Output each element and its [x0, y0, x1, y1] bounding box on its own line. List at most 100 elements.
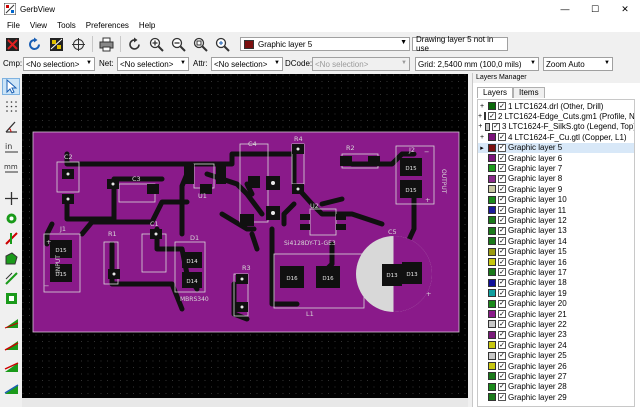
layer-color-swatch[interactable] [488, 330, 496, 339]
clear-board-button[interactable] [3, 35, 21, 53]
layer-visibility-checkbox[interactable]: ✓ [492, 122, 500, 131]
units-inch-button[interactable]: in [2, 138, 20, 155]
layer-visibility-checkbox[interactable]: ✓ [498, 154, 506, 162]
layer-color-swatch[interactable] [488, 206, 496, 214]
layers-mode-3-button[interactable] [2, 358, 20, 375]
layer-row[interactable]: ✓Graphic layer 10 [478, 195, 634, 205]
layer-color-swatch[interactable] [488, 372, 496, 381]
layer-color-swatch[interactable] [488, 341, 496, 350]
menu-preferences[interactable]: Preferences [85, 20, 129, 30]
layer-row[interactable]: +✓4 LTC1624-F_Cu.gtl (Copper, L1) [478, 132, 634, 142]
zoom-in-button[interactable] [147, 35, 165, 53]
layer-visibility-checkbox[interactable]: ✓ [498, 320, 506, 329]
layer-visibility-checkbox[interactable]: ✓ [498, 164, 506, 173]
layer-row[interactable]: ✓Graphic layer 19 [478, 288, 634, 298]
show-negative-button[interactable] [2, 290, 20, 307]
zoom-fit-button[interactable] [191, 35, 209, 53]
erase-layer-button[interactable] [69, 35, 87, 53]
horizontal-scrollbar[interactable] [22, 398, 468, 407]
drawing-canvas[interactable]: D15 D15 D15 D15 D14 D14 D16 D16 D13 D13 … [22, 74, 468, 398]
show-flashed-button[interactable] [2, 210, 20, 227]
layer-color-swatch[interactable] [488, 185, 496, 194]
layer-color-swatch[interactable] [488, 237, 496, 246]
polar-coords-button[interactable] [2, 118, 20, 135]
layer-color-swatch[interactable] [488, 278, 496, 287]
layer-visibility-checkbox[interactable]: ✓ [498, 206, 506, 214]
layer-color-swatch[interactable] [484, 112, 487, 121]
layer-row[interactable]: ✓Graphic layer 27 [478, 371, 634, 381]
layer-color-swatch[interactable] [488, 226, 496, 235]
layer-color-swatch[interactable] [488, 154, 496, 162]
layer-color-swatch[interactable] [488, 258, 496, 266]
show-dcodes-button[interactable] [2, 270, 20, 287]
layer-color-swatch[interactable] [488, 362, 496, 370]
tab-items[interactable]: Items [513, 87, 545, 98]
layer-visibility-checkbox[interactable]: ✓ [498, 216, 506, 225]
layer-visibility-checkbox[interactable]: ✓ [498, 174, 506, 183]
layer-visibility-checkbox[interactable]: ✓ [498, 310, 506, 318]
layer-row[interactable]: ✓Graphic layer 13 [478, 226, 634, 236]
menu-view[interactable]: View [29, 20, 48, 30]
layer-row[interactable]: ✓Graphic layer 20 [478, 299, 634, 309]
layer-visibility-checkbox[interactable]: ✓ [498, 258, 506, 266]
layer-row[interactable]: ✓Graphic layer 15 [478, 247, 634, 257]
tab-layers[interactable]: Layers [477, 87, 514, 98]
close-button[interactable]: ✕ [621, 3, 629, 14]
menu-file[interactable]: File [7, 20, 20, 30]
layer-color-swatch[interactable] [488, 351, 496, 360]
layer-visibility-checkbox[interactable]: ✓ [498, 278, 506, 287]
select-tool-button[interactable] [2, 78, 20, 95]
layer-visibility-checkbox[interactable]: ✓ [498, 362, 506, 370]
layer-select-dropdown[interactable]: Graphic layer 5 ▼ [240, 37, 410, 51]
layers-mode-4-button[interactable] [2, 380, 20, 397]
layer-color-swatch[interactable] [484, 122, 491, 131]
layer-visibility-checkbox[interactable]: ✓ [498, 237, 506, 246]
layer-color-swatch[interactable] [488, 289, 496, 298]
layer-row[interactable]: +✓2 LTC1624-Edge_Cuts.gm1 (Profile, NP) [478, 111, 634, 121]
layer-row[interactable]: ✓Graphic layer 11 [478, 205, 634, 215]
print-button[interactable] [97, 35, 115, 53]
layer-row[interactable]: +✓1 LTC1624.drl (Other, Drill) [478, 101, 634, 111]
zoom-selection-button[interactable] [213, 35, 231, 53]
layer-color-swatch[interactable] [488, 143, 496, 152]
show-polygons-button[interactable] [2, 250, 20, 267]
layer-visibility-checkbox[interactable]: ✓ [498, 299, 506, 308]
minimize-button[interactable]: — [560, 4, 570, 14]
layer-color-swatch[interactable] [488, 247, 496, 256]
layers-mode-2-button[interactable] [2, 336, 20, 353]
zoom-select[interactable]: Zoom Auto ▼ [543, 57, 613, 71]
layer-visibility-checkbox[interactable]: ✓ [498, 393, 506, 402]
layer-visibility-checkbox[interactable]: ✓ [498, 372, 506, 381]
layer-color-swatch[interactable] [488, 382, 496, 391]
load-gerber-button[interactable] [47, 35, 65, 53]
layer-row[interactable]: ✓Graphic layer 21 [478, 309, 634, 319]
layer-visibility-checkbox[interactable]: ✓ [498, 382, 506, 391]
layer-visibility-checkbox[interactable]: ✓ [488, 112, 496, 121]
layer-visibility-checkbox[interactable]: ✓ [498, 351, 506, 360]
layer-color-swatch[interactable] [488, 102, 496, 110]
layer-visibility-checkbox[interactable]: ✓ [498, 268, 506, 277]
grid-select[interactable]: Grid: 2,5400 mm (100,0 mils) ▼ [415, 57, 539, 71]
layer-color-swatch[interactable] [488, 268, 496, 277]
layer-row[interactable]: ✓Graphic layer 29 [478, 392, 634, 402]
layer-visibility-checkbox[interactable]: ✓ [498, 143, 506, 152]
show-lines-button[interactable] [2, 230, 20, 247]
units-mm-button[interactable]: mm [2, 158, 20, 175]
layer-color-swatch[interactable] [488, 164, 496, 173]
layer-row[interactable]: ✓Graphic layer 17 [478, 267, 634, 277]
layer-visibility-checkbox[interactable]: ✓ [498, 195, 506, 204]
reload-button[interactable] [25, 35, 43, 53]
layer-row[interactable]: ✓Graphic layer 26 [478, 361, 634, 371]
layers-mode-1-button[interactable] [2, 314, 20, 331]
layer-visibility-checkbox[interactable]: ✓ [498, 289, 506, 298]
layer-visibility-checkbox[interactable]: ✓ [498, 341, 506, 350]
dcode-select[interactable]: <No selection> ▼ [312, 57, 410, 71]
layer-color-swatch[interactable] [488, 320, 496, 329]
maximize-button[interactable]: ☐ [590, 3, 600, 14]
layer-visibility-checkbox[interactable]: ✓ [498, 133, 506, 142]
layer-row[interactable]: ✓Graphic layer 25 [478, 351, 634, 361]
cmp-select[interactable]: <No selection> ▼ [23, 57, 95, 71]
layer-visibility-checkbox[interactable]: ✓ [498, 247, 506, 256]
menu-help[interactable]: Help [138, 20, 156, 30]
zoom-out-button[interactable] [169, 35, 187, 53]
